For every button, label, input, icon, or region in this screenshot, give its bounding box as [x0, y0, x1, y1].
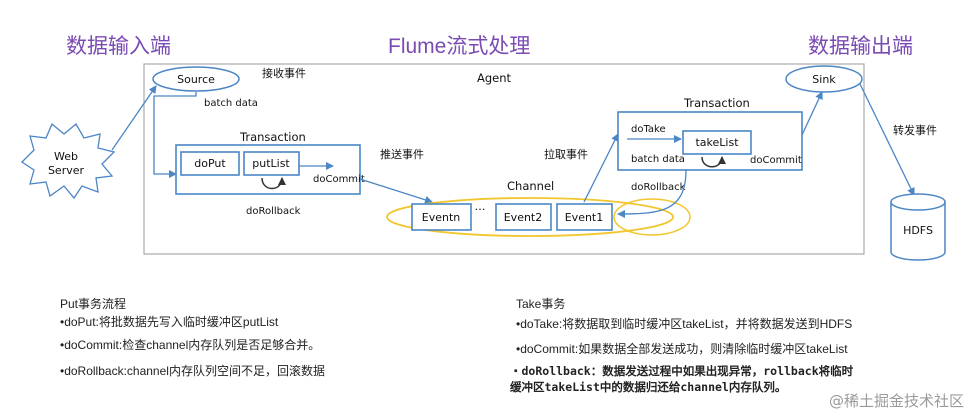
take-to-sink-arrow — [801, 91, 823, 136]
webserver-to-source-arrow — [111, 85, 157, 151]
takelist-box — [682, 130, 752, 155]
web-server-cloud: Web Server — [20, 122, 116, 200]
agent-label: Agent — [477, 71, 512, 85]
take-note-dotake: •doTake:将数据取到临时缓冲区takeList，并将数据发送到HDFS — [516, 317, 853, 332]
web-server-line2: Server — [48, 164, 85, 177]
put-notes: Put事务流程 •doPut:将批数据先写入临时缓冲区putList •doCo… — [60, 297, 325, 379]
flume-heading: Flume流式处理 — [388, 35, 531, 58]
event-label-n: Eventn — [422, 211, 461, 224]
event-box-n — [411, 203, 472, 231]
putlist-label: putList — [252, 157, 290, 170]
input-heading: 数据输入端 — [66, 35, 171, 58]
take-batch-label: batch data — [631, 154, 685, 165]
event-box-2 — [495, 203, 552, 231]
event-box-1 — [556, 203, 613, 231]
putlist-loop-icon — [261, 177, 286, 190]
sink-label: Sink — [812, 73, 836, 86]
web-server-line1: Web — [54, 150, 78, 163]
channel-ellipsis: … — [475, 200, 486, 213]
take-note-docommit: •doCommit:如果数据全部发送成功，则清除临时缓冲区takeList — [516, 341, 848, 356]
sink-forward-label: 转发事件 — [893, 123, 937, 137]
source-receive-label: 接收事件 — [262, 66, 306, 80]
take-notes-title: Take事务 — [516, 297, 566, 311]
event-label-2: Event2 — [504, 211, 543, 224]
pull-label: 拉取事件 — [544, 147, 588, 161]
doput-label: doPut — [194, 157, 226, 170]
take-note-dorollback-line1: ・doRollback：数据发送过程中如果出现异常，rollback将临时 — [510, 364, 854, 379]
pull-arrow — [583, 133, 619, 203]
takelist-loop-icon — [701, 156, 726, 168]
push-label: 推送事件 — [380, 147, 424, 161]
channel-rollback-ellipse — [613, 198, 691, 236]
dotake-label: doTake — [631, 124, 666, 135]
hdfs-label: HDFS — [903, 224, 933, 237]
take-notes: Take事务 •doTake:将数据取到临时缓冲区takeList，并将数据发送… — [510, 297, 853, 395]
put-transaction-title: Transaction — [239, 130, 306, 144]
watermark: @稀土掘金技术社区 — [828, 392, 964, 410]
takelist-label: takeList — [695, 136, 739, 149]
push-arrow — [359, 178, 433, 204]
put-note-dorollback: •doRollback:channel内存队列空间不足，回滚数据 — [60, 364, 325, 379]
hdfs-cylinder: HDFS — [890, 193, 946, 261]
sink-node — [785, 65, 863, 93]
take-note-dorollback-line2: 缓冲区takeList中的数据归还给channel内存队列。 — [510, 379, 787, 394]
take-rollback-arrow — [617, 169, 687, 218]
take-dorollback-label: doRollback — [631, 182, 686, 193]
output-heading: 数据输出端 — [808, 35, 913, 58]
put-notes-title: Put事务流程 — [60, 297, 127, 311]
agent-container — [143, 63, 865, 255]
event-label-1: Event1 — [565, 211, 604, 224]
put-dorollback-label: doRollback — [246, 206, 301, 217]
source-label: Source — [177, 73, 215, 86]
sink-to-hdfs-arrow — [859, 83, 915, 196]
put-docommit-label: doCommit — [313, 174, 365, 185]
put-note-docommit: •doCommit:检查channel内存队列是否足够合并。 — [60, 337, 321, 352]
source-batch-arrow — [153, 92, 197, 178]
source-node — [152, 66, 240, 92]
put-note-doput: •doPut:将批数据先写入临时缓冲区putList — [60, 315, 279, 330]
take-transaction-title: Transaction — [683, 96, 750, 110]
putlist-box — [243, 151, 300, 176]
doput-box — [180, 151, 240, 176]
source-batch-label: batch data — [204, 98, 258, 109]
take-docommit-label: doCommit — [750, 155, 802, 166]
channel-ellipse — [386, 197, 674, 237]
channel-label: Channel — [507, 179, 554, 193]
